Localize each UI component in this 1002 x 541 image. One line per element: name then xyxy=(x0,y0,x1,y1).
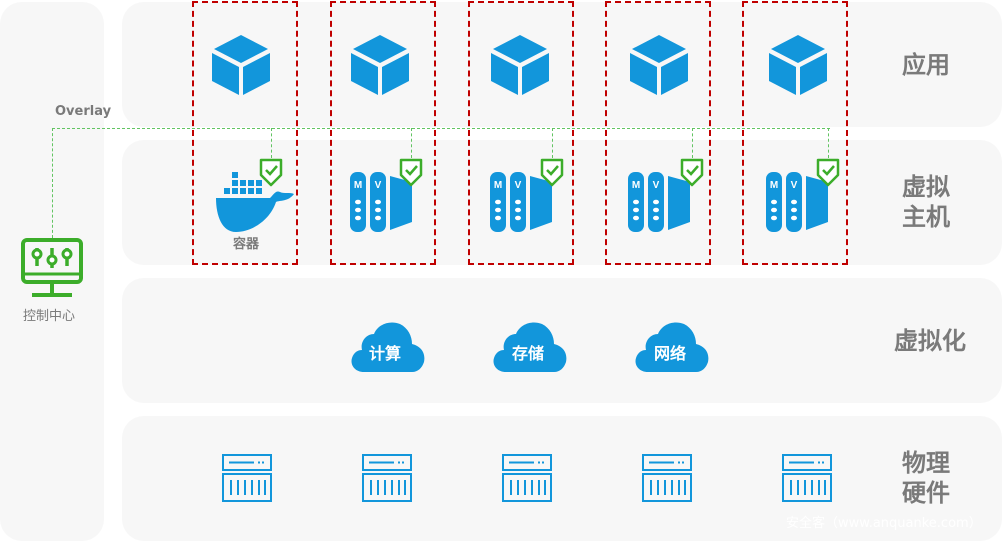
vm-server-icon: M V xyxy=(628,172,690,232)
layer-label-virtualization: 虚拟化 xyxy=(894,327,966,355)
hardware-server-icon xyxy=(642,454,692,502)
svg-text:M: M xyxy=(494,180,502,191)
cloud-label-storage: 存储 xyxy=(512,344,545,363)
overlay-connector xyxy=(271,128,272,158)
layer-label-line: 主机 xyxy=(902,203,950,231)
isolation-boundary-1 xyxy=(192,1,298,265)
isolation-boundary-4 xyxy=(605,1,711,265)
container-label: 容器 xyxy=(233,237,260,252)
cube-icon xyxy=(212,35,270,95)
shield-check-icon xyxy=(816,158,840,187)
overlay-connector xyxy=(828,128,829,158)
svg-text:V: V xyxy=(791,180,798,191)
overlay-network-line xyxy=(52,128,830,129)
docker-whale-icon xyxy=(216,172,294,232)
cloud-label-network: 网络 xyxy=(654,344,687,363)
hardware-server-icon xyxy=(222,454,272,502)
shield-check-icon xyxy=(540,158,564,187)
cube-icon xyxy=(351,35,409,95)
layer-label-line: 物理 xyxy=(902,449,950,477)
layer-label-line: 虚拟 xyxy=(902,173,950,201)
svg-text:M: M xyxy=(354,180,362,191)
layer-label-application: 应用 xyxy=(902,51,950,79)
svg-text:M: M xyxy=(632,180,640,191)
overlay-connector xyxy=(552,128,553,158)
vm-server-icon: M V xyxy=(490,172,552,232)
cloud-icon xyxy=(635,322,709,372)
isolation-boundary-3 xyxy=(468,1,574,265)
svg-text:V: V xyxy=(515,180,522,191)
layer-virtualization: 虚拟化 xyxy=(122,278,1002,403)
cube-icon xyxy=(769,35,827,95)
hardware-server-icon xyxy=(502,454,552,502)
svg-text:V: V xyxy=(653,180,660,191)
cloud-icon xyxy=(493,322,567,372)
svg-text:V: V xyxy=(375,180,382,191)
layer-label-physical-hardware: 物理 硬件 xyxy=(886,448,966,508)
svg-text:M: M xyxy=(770,180,778,191)
control-plane-panel xyxy=(0,2,104,541)
layer-physical-hardware: 物理 硬件 xyxy=(122,416,1002,541)
overlay-label: Overlay xyxy=(55,104,112,119)
isolation-boundary-5 xyxy=(742,1,848,265)
shield-check-icon xyxy=(399,158,423,187)
vm-server-icon: M V xyxy=(766,172,828,232)
overlay-connector xyxy=(52,128,53,238)
control-center-label: 控制中心 xyxy=(23,309,76,324)
shield-check-icon xyxy=(259,158,283,187)
shield-check-icon xyxy=(680,158,704,187)
overlay-connector xyxy=(411,128,412,158)
cloud-icon xyxy=(351,322,425,372)
vm-server-icon: M V xyxy=(350,172,412,232)
hardware-server-icon xyxy=(362,454,412,502)
layer-label-line: 硬件 xyxy=(902,479,950,507)
layer-label-virtual-host: 虚拟 主机 xyxy=(886,172,966,232)
hardware-server-icon xyxy=(782,454,832,502)
monitor-sliders-icon[interactable] xyxy=(20,238,84,302)
cloud-label-compute: 计算 xyxy=(369,344,402,363)
overlay-connector xyxy=(692,128,693,158)
cube-icon xyxy=(630,35,688,95)
watermark: 安全客（www.anquanke.com） xyxy=(786,516,982,531)
cube-icon xyxy=(491,35,549,95)
isolation-boundary-2 xyxy=(330,1,436,265)
